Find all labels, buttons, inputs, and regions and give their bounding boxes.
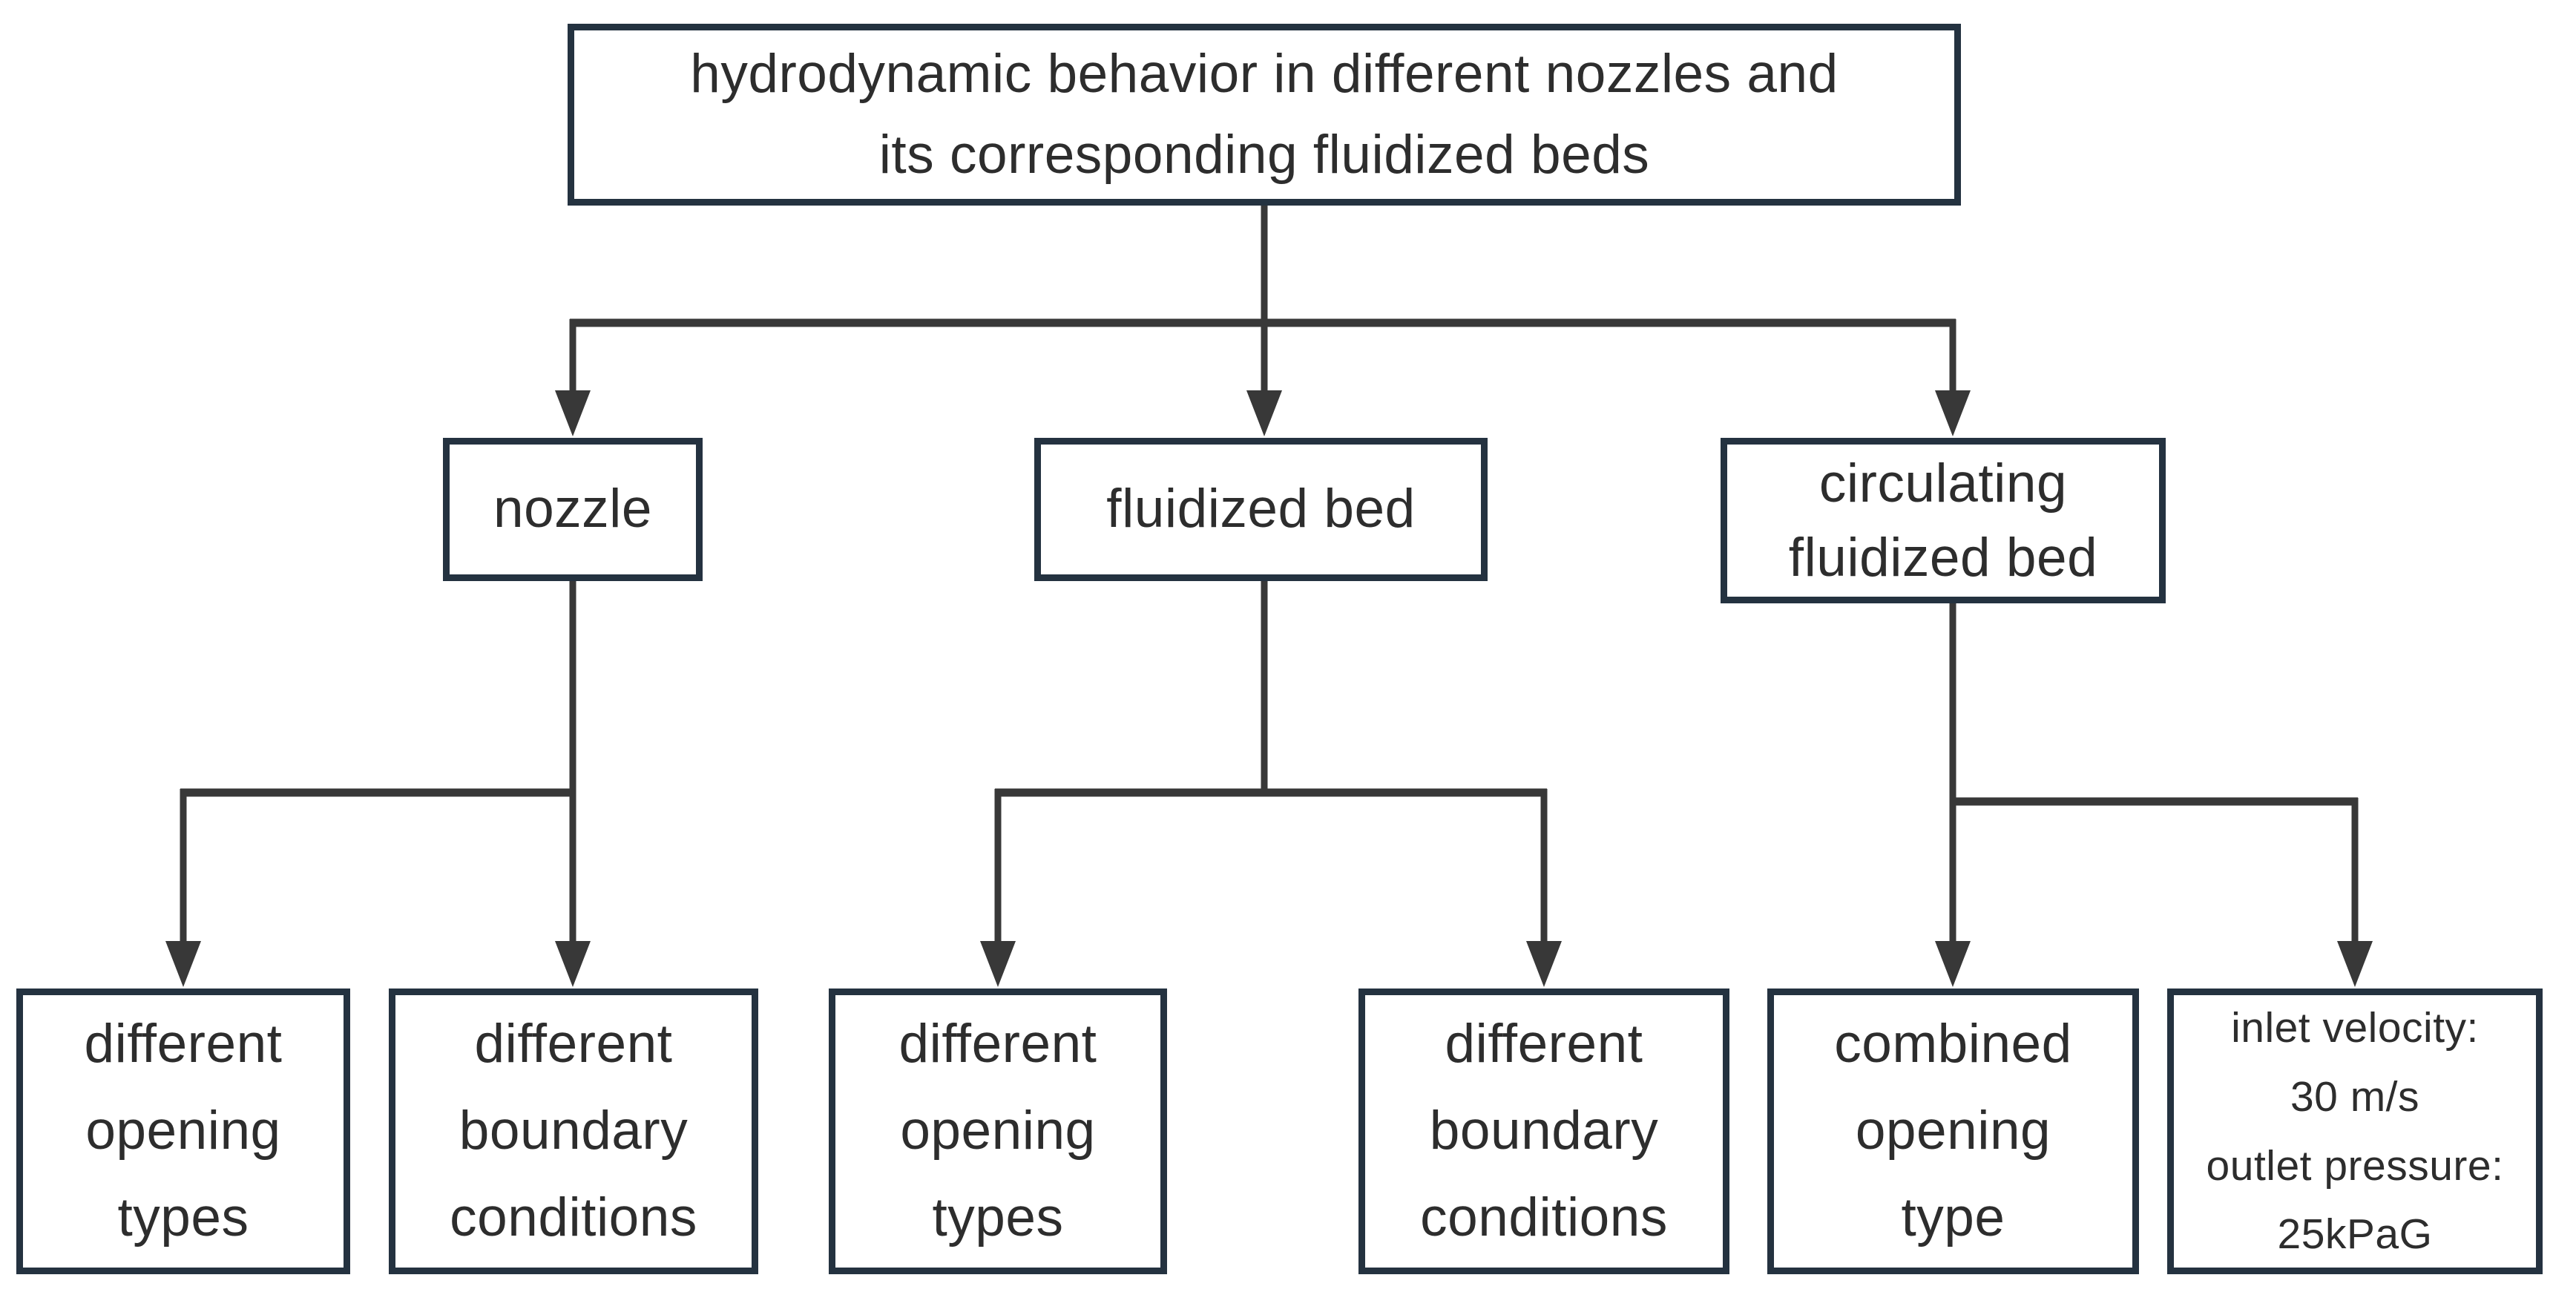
node-cfb-operating-conditions: inlet velocity: 30 m/s outlet pressure: … <box>2167 989 2543 1274</box>
arrow-down-icon <box>1526 941 1562 987</box>
arrow-down-icon <box>2337 941 2373 987</box>
arrow-down-icon <box>1935 941 1971 987</box>
node-fluidized-boundary-conditions: different boundary conditions <box>1358 989 1729 1274</box>
node-root: hydrodynamic behavior in different nozzl… <box>568 24 1961 206</box>
node-circulating-fluidized-bed: circulating fluidized bed <box>1721 438 2166 603</box>
arrow-down-icon <box>555 941 591 987</box>
arrow-down-icon <box>1246 390 1282 436</box>
arrow-down-icon <box>165 941 201 987</box>
node-fluidized-bed: fluidized bed <box>1034 438 1488 581</box>
node-fluidized-opening-types: different opening types <box>829 989 1167 1274</box>
node-combined-opening-type: combined opening type <box>1767 989 2139 1274</box>
arrow-down-icon <box>1935 390 1971 436</box>
arrow-down-icon <box>555 390 591 436</box>
node-nozzle-boundary-conditions: different boundary conditions <box>389 989 758 1274</box>
node-nozzle-opening-types: different opening types <box>16 989 350 1274</box>
arrow-down-icon <box>980 941 1016 987</box>
node-nozzle: nozzle <box>443 438 703 581</box>
